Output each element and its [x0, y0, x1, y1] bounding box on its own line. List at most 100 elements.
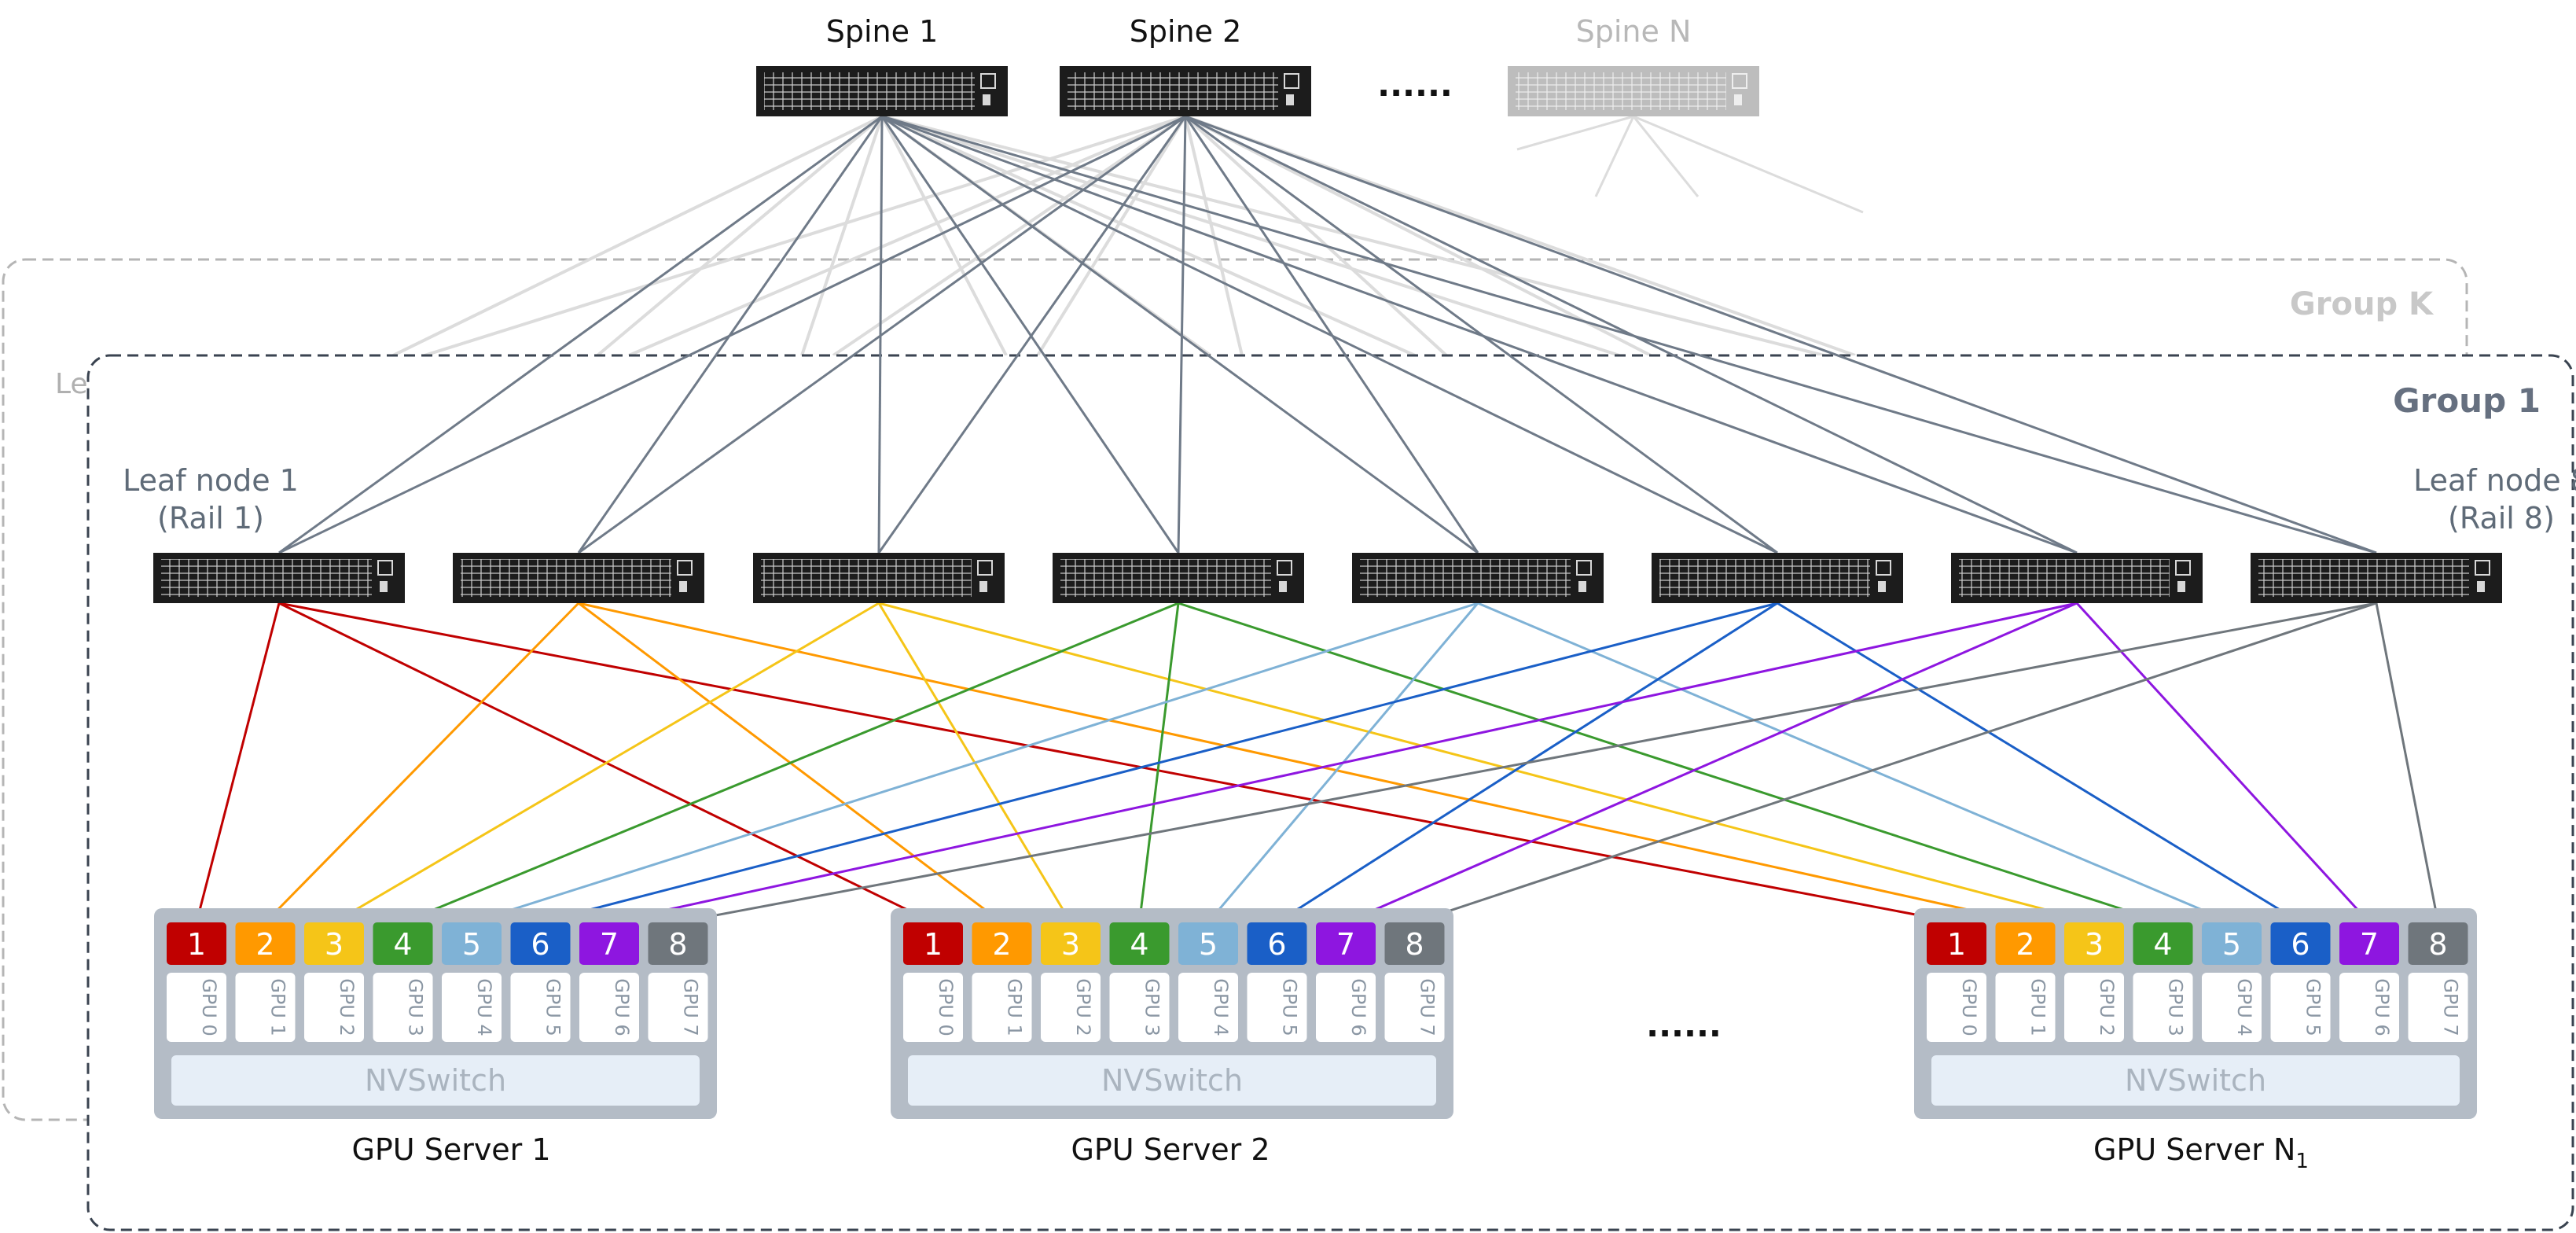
gpu-card [167, 973, 226, 1042]
rail-number-label: 7 [600, 927, 619, 962]
rail-1-nic-tag [903, 922, 963, 965]
spine-2-label: Spine 2 [1130, 14, 1242, 49]
rail-number-label: 4 [393, 927, 412, 962]
gpu-label: GPU 3 [1141, 978, 1163, 1036]
gpu-label: GPU 5 [2302, 978, 2324, 1036]
gpu-label: GPU 6 [2371, 978, 2393, 1036]
rail-1-server-1-link [195, 602, 281, 923]
rail-2-nic-tag [972, 922, 1032, 965]
gpu-label: GPU 7 [1417, 978, 1439, 1036]
spine-switch-3-status-led [1734, 94, 1742, 105]
rail-5-nic-tag [442, 922, 502, 965]
spine-switch-3-mgmt-port [1732, 73, 1747, 89]
server-1-label: GPU Server 1 [351, 1132, 550, 1167]
rail-number-label: 6 [1267, 927, 1286, 962]
server-labels: GPU Server 1 GPU Server 2 GPU Server N1 [351, 1132, 2309, 1173]
spine-ellipsis: ...... [1377, 65, 1453, 104]
spine-switch-2-status-led [1286, 94, 1294, 105]
rail-8-nic-tag [648, 922, 708, 965]
rail-number-label: 1 [1947, 927, 1966, 962]
nvswitch-label: NVSwitch [1101, 1063, 1243, 1098]
gpu-card [442, 973, 502, 1042]
leaf-switch-4-status-led [1279, 581, 1287, 592]
gpu-card [2270, 973, 2331, 1042]
gpu-card [2064, 973, 2124, 1042]
rail-8-nic-tag [1384, 922, 1445, 965]
faded-link-spine-n [1594, 116, 1635, 197]
gpu-card [903, 973, 963, 1042]
spine-2-leaf-2-link [578, 115, 1186, 554]
faded-link-spine-n [1516, 115, 1634, 151]
gpu-label: GPU 3 [2165, 978, 2187, 1036]
gpu-label: GPU 2 [2096, 978, 2118, 1036]
gpu-card [579, 973, 639, 1042]
gpu-card [2408, 973, 2468, 1042]
rail-number-label: 4 [2153, 927, 2172, 962]
rail-1-nic-tag [1927, 922, 1986, 965]
rail-6-nic-tag [2270, 922, 2331, 965]
gpu-card [972, 973, 1032, 1042]
gpu-label: GPU 5 [542, 978, 564, 1036]
group-k-leaf-label: Le [55, 368, 88, 400]
leaf-8-label-line2: (Rail 8) [2448, 501, 2555, 536]
rail-2-nic-tag [1995, 922, 2056, 965]
rail-4-nic-tag [1109, 922, 1170, 965]
rail-4-nic-tag [373, 922, 433, 965]
rail-number-label: 8 [1405, 927, 1424, 962]
rail-number-label: 5 [462, 927, 481, 962]
leaf-switch-5 [1352, 553, 1604, 603]
leaf-switch-5-status-led [1578, 581, 1586, 592]
rail-4-server-3-link [1178, 602, 2163, 924]
rail-7-nic-tag [2339, 922, 2399, 965]
rail-8-server-3-link [2375, 602, 2439, 923]
gpu-label: GPU 4 [2233, 978, 2255, 1036]
gpu-label: GPU 3 [405, 978, 427, 1036]
rail-number-label: 3 [325, 927, 344, 962]
gpu-label: GPU 4 [1210, 978, 1232, 1036]
gpu-card [2133, 973, 2193, 1042]
server-n-label: GPU Server N1 [2093, 1132, 2309, 1173]
spine-switch-2-ports [1068, 72, 1278, 110]
server-n-label-subscript: 1 [2295, 1150, 2309, 1173]
gpu-card [1316, 973, 1376, 1042]
leaf-switch-1-status-led [380, 581, 388, 592]
leaf-switch-4 [1053, 553, 1304, 603]
spine-1-label: Spine 1 [826, 14, 939, 49]
rail-7-server-1-link [608, 602, 2078, 924]
rail-2-nic-tag [235, 922, 296, 965]
spine-1-leaf-1-link [278, 115, 883, 554]
leaf-switch-8-ports [2258, 559, 2469, 597]
leaf-switches [153, 553, 2502, 603]
rail-number-label: 5 [2222, 927, 2241, 962]
server-n-label-text: GPU Server N [2093, 1132, 2295, 1167]
nvswitch-label: NVSwitch [365, 1063, 506, 1098]
spine-layer: Spine 1 Spine 2 ...... Spine N [756, 14, 1759, 116]
rail-number-label: 2 [255, 927, 274, 962]
rail-number-label: 6 [2291, 927, 2310, 962]
leaf-switch-2 [453, 553, 704, 603]
faded-link [392, 115, 883, 357]
faded-link [596, 115, 884, 357]
spine-switch-1-ports [764, 72, 975, 110]
spine-switch-1 [756, 66, 1008, 116]
rail-2-server-1-link [264, 602, 580, 924]
leaf-layer: Leaf node 1 (Rail 1) Leaf node 8 (Rail 8… [123, 463, 2576, 603]
spine-switches [756, 66, 1759, 116]
spine-1-leaf-6-link [881, 115, 1778, 554]
gpu-card [2339, 973, 2399, 1042]
faded-link [832, 115, 1187, 357]
faded-link [424, 115, 1186, 357]
group-1-label: Group 1 [2393, 381, 2541, 420]
gpu-label: GPU 1 [2027, 978, 2049, 1036]
group-k-label: Group K [2290, 286, 2435, 322]
rail-7-server-3-link [2075, 602, 2371, 924]
leaf-1-label-line1: Leaf node 1 [123, 463, 299, 498]
rail-7-server-2-link [1345, 602, 2078, 924]
leaf-switch-3-mgmt-port [977, 560, 993, 576]
faded-link [1184, 115, 1448, 357]
gpu-label: GPU 6 [1347, 978, 1369, 1036]
rail-3-server-3-link [878, 602, 2095, 924]
